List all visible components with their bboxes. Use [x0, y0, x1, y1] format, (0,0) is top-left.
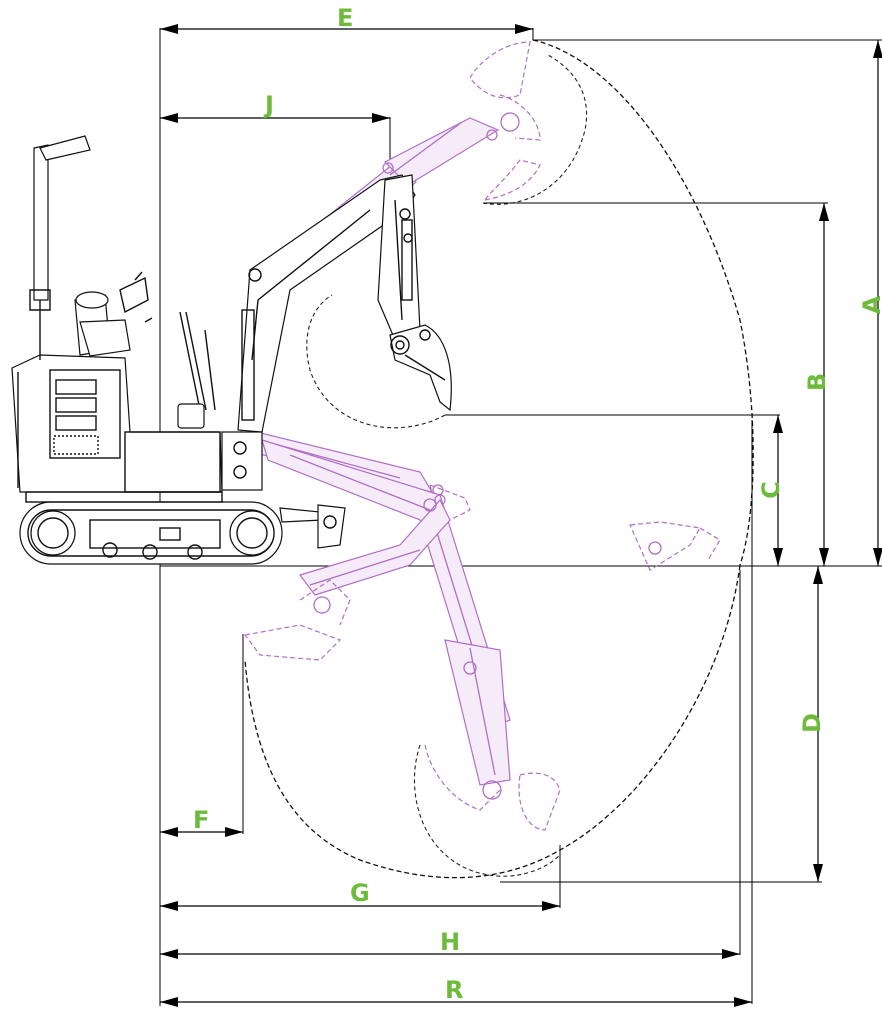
dimension-labels: E J A B C D F G H R	[193, 4, 882, 1004]
working-envelope	[244, 39, 754, 879]
bucket	[389, 324, 452, 412]
swing-post	[221, 431, 263, 491]
label-b: B	[803, 373, 831, 391]
dipper-arm	[377, 174, 421, 341]
label-e: E	[337, 4, 353, 32]
control-levers	[177, 311, 216, 429]
label-a: A	[858, 295, 882, 314]
arm-position-ground-reach	[238, 427, 721, 571]
dimension-lines	[159, 24, 882, 1007]
upper-structure	[11, 354, 223, 503]
arm-position-max-depth	[261, 439, 561, 831]
arm-position-close-dig	[243, 498, 451, 661]
label-r: R	[445, 976, 463, 1004]
undercarriage-track	[19, 501, 283, 565]
label-c: C	[757, 481, 785, 499]
label-h: H	[440, 928, 460, 956]
label-d: D	[798, 713, 826, 733]
dozer-blade	[279, 504, 346, 549]
rops-frame	[29, 135, 91, 360]
label-j: J	[263, 91, 274, 119]
excavator-machine	[11, 135, 452, 565]
label-f: F	[193, 806, 209, 834]
label-g: G	[350, 879, 370, 907]
operator-seat	[74, 271, 153, 357]
